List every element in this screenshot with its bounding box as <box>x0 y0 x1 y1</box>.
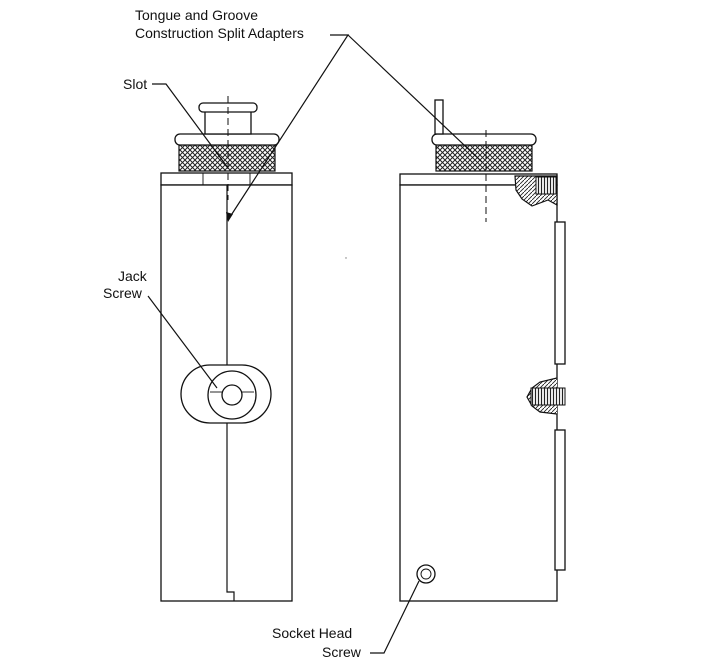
label-socket-head-1: Socket Head <box>272 625 352 641</box>
leader-lines <box>147 34 483 654</box>
label-tongue-groove-2: Construction Split Adapters <box>135 25 304 41</box>
side-view <box>399 99 566 602</box>
front-top-plate <box>160 172 293 186</box>
label-socket-head-2: Screw <box>322 644 362 660</box>
label-slot: Slot <box>123 76 147 92</box>
label-jack-2: Screw <box>103 285 143 301</box>
label-tongue-groove-1: Tongue and Groove <box>135 7 258 23</box>
label-jack-1: Jack <box>118 268 148 284</box>
jack-screw-inner <box>221 384 243 406</box>
socket-head-screw <box>416 564 436 584</box>
front-view <box>160 96 293 602</box>
side-knurled-ring <box>435 144 533 172</box>
side-screw-thread <box>530 387 566 406</box>
